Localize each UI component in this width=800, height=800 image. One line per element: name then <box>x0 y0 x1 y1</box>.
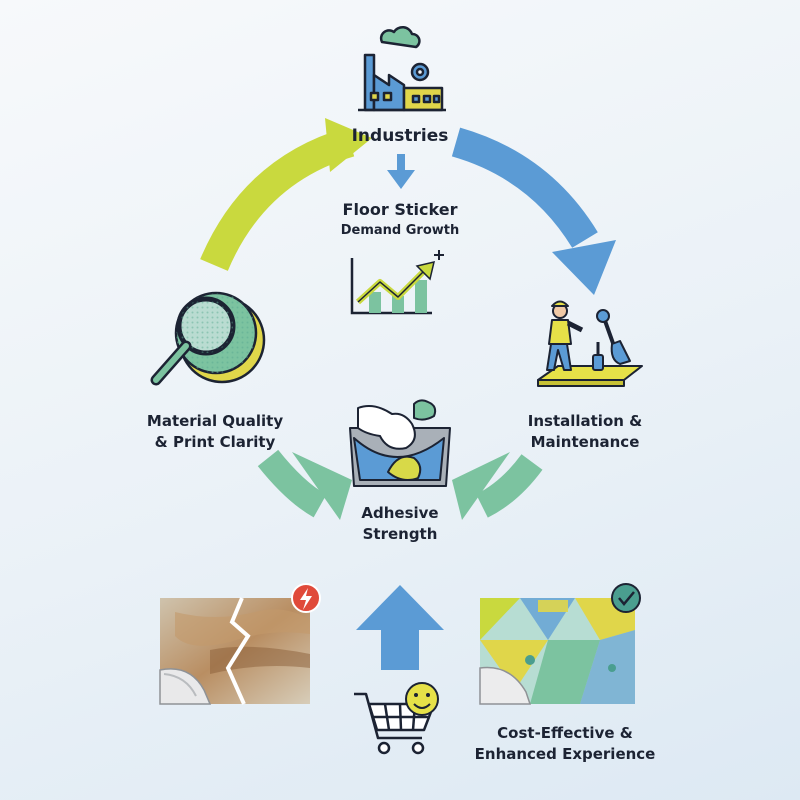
adhesive-line2: Strength <box>362 525 438 543</box>
growth-chart-icon <box>350 250 444 315</box>
demand-line1: Floor Sticker <box>342 200 458 219</box>
adhesive-icon <box>349 399 451 487</box>
node-demand-label: Floor Sticker Demand Growth <box>300 199 500 241</box>
cost-line2: Enhanced Experience <box>474 745 656 763</box>
installation-line1: Installation & <box>527 412 643 430</box>
damaged-floor-icon <box>159 597 310 705</box>
arrow-industries-to-installation <box>451 127 616 295</box>
demand-line2: Demand Growth <box>340 223 460 238</box>
lightning-badge-icon <box>291 583 321 613</box>
factory-icon <box>358 25 446 112</box>
sticker-floor-icon <box>479 598 635 705</box>
arrow-installation-to-adhesive <box>452 452 543 520</box>
adhesive-line1: Adhesive <box>361 504 439 522</box>
node-material-label: Material Quality & Print Clarity <box>130 411 300 453</box>
node-adhesive-label: Adhesive Strength <box>310 503 490 545</box>
node-installation-label: Installation & Maintenance <box>500 411 670 453</box>
worker-icon <box>537 300 643 387</box>
arrow-industries-to-demand <box>387 154 415 189</box>
arrow-material-to-adhesive <box>257 449 352 520</box>
installation-line2: Maintenance <box>530 433 640 451</box>
industries-text: Industries <box>351 126 449 146</box>
magnifier-icon <box>150 291 266 386</box>
material-line1: Material Quality <box>146 412 284 430</box>
node-cost-label: Cost-Effective & Enhanced Experience <box>450 723 680 765</box>
arrow-material-to-industries <box>200 118 372 271</box>
node-industries-label: Industries <box>300 126 500 147</box>
smiley-icon <box>405 682 439 716</box>
cost-line1: Cost-Effective & <box>497 724 633 742</box>
arrow-cart-to-adhesive <box>356 585 444 670</box>
material-line2: & Print Clarity <box>154 433 276 451</box>
check-badge-icon <box>611 583 641 613</box>
